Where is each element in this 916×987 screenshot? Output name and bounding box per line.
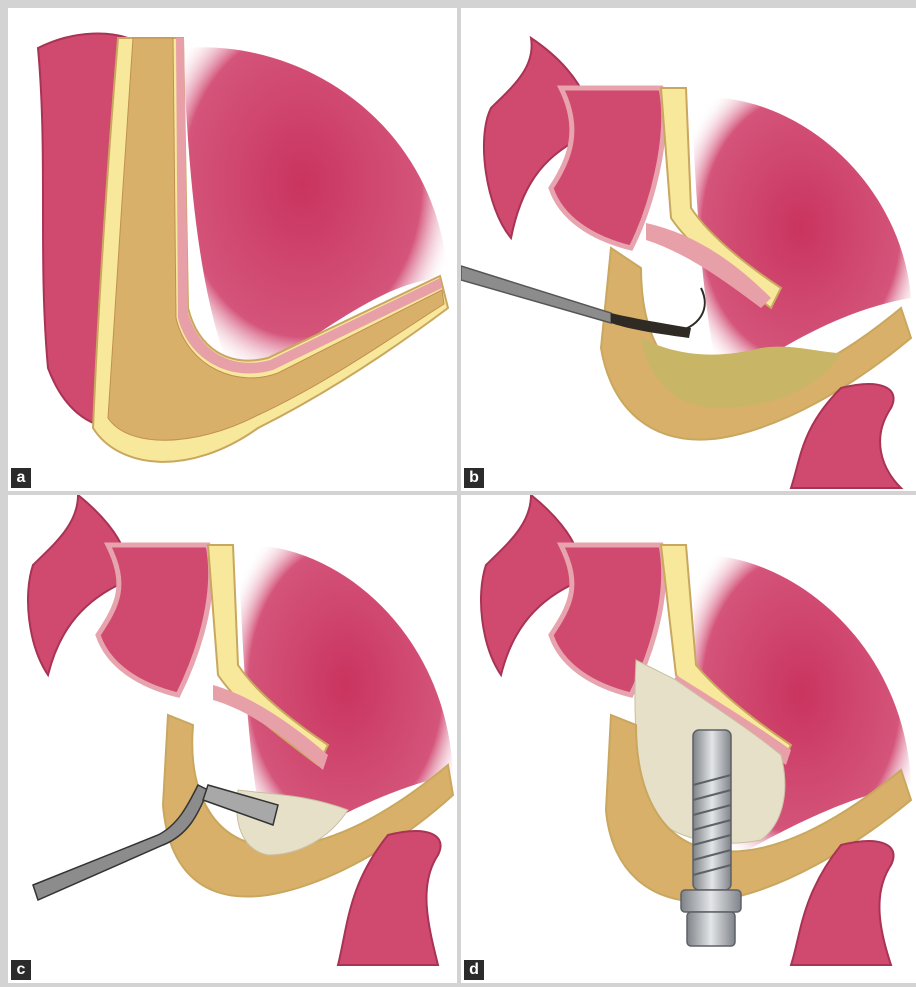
panel-b: b xyxy=(461,8,916,491)
panel-label-d: d xyxy=(464,960,484,980)
panel-c: c xyxy=(8,495,457,983)
panel-a-illustration xyxy=(8,8,457,491)
panel-label-b: b xyxy=(464,468,484,488)
panel-d: d xyxy=(461,495,916,983)
panel-b-illustration xyxy=(461,8,916,491)
panel-d-illustration xyxy=(461,495,916,983)
panel-label-c: c xyxy=(11,960,31,980)
soft-tissue-flap xyxy=(98,545,211,695)
panel-c-illustration xyxy=(8,495,457,983)
panel-a: a xyxy=(8,8,457,491)
membrane-elevator xyxy=(461,266,611,323)
panel-label-a: a xyxy=(11,468,31,488)
